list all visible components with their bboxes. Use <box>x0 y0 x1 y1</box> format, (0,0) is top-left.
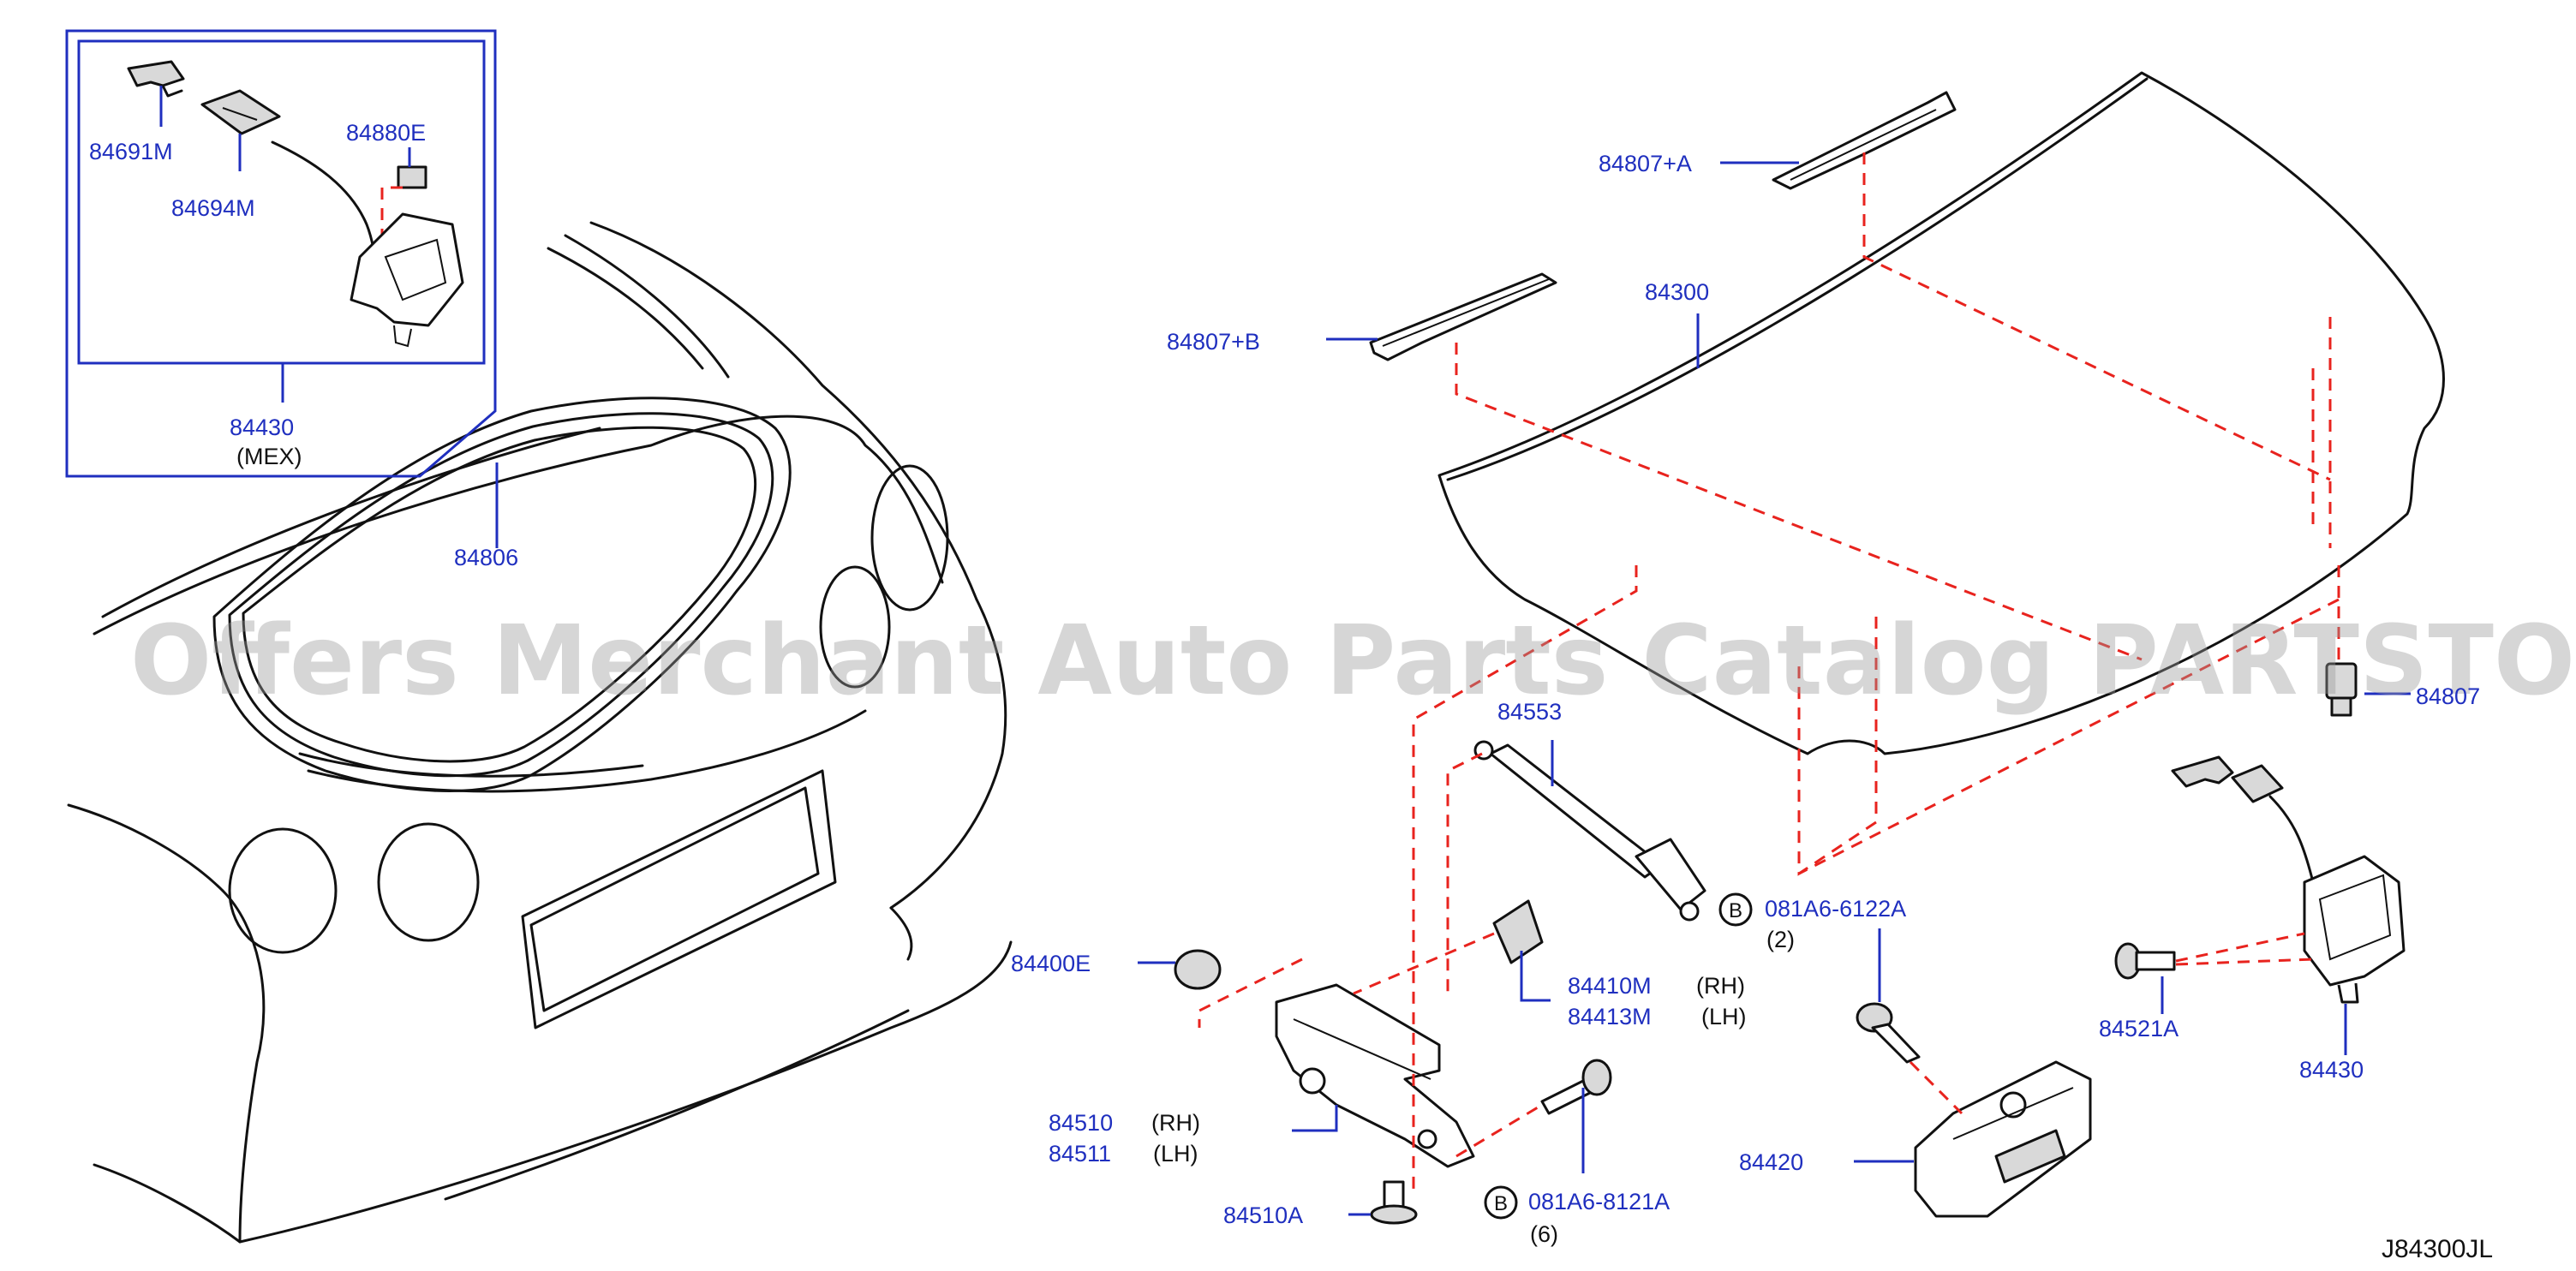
trunk-lid-84300 <box>1437 71 2445 755</box>
callout-84510A: 84510A <box>1223 1202 1303 1228</box>
callout-84400E: 84400E <box>1011 951 1091 976</box>
figure-code: J84300JL <box>2382 1235 2493 1263</box>
qty-6122A: (2) <box>1766 927 1795 952</box>
gas-strut-84553 <box>1473 740 1706 922</box>
watermark: Offers Merchant Auto Parts Catalog PARTS… <box>130 606 2576 717</box>
badge-letter-6122A: B <box>1729 899 1742 922</box>
callout-84694M: 84694M <box>171 195 255 221</box>
latch-84430 <box>2171 755 2406 1004</box>
callout-84510: 84510 <box>1049 1110 1113 1136</box>
callout-081A6-8121A: 081A6-8121A <box>1528 1189 1670 1214</box>
callout-84413M: 84413M <box>1568 1004 1652 1029</box>
leader-lines <box>495 161 2411 1216</box>
callout-84420: 84420 <box>1739 1149 1803 1175</box>
inset-mex-kit <box>65 29 497 478</box>
callout-84300: 84300 <box>1645 279 1709 305</box>
car-rear-body <box>67 221 1013 1244</box>
callout-84430: 84430 <box>2299 1057 2364 1083</box>
handle-bezel-icon <box>200 89 281 135</box>
callout-84511: 84511 <box>1049 1141 1111 1167</box>
badge-letter-8121A: B <box>1494 1192 1508 1215</box>
assembly-lines <box>1198 152 2340 1190</box>
bolt-84510A <box>1370 1180 1418 1225</box>
callout-081A6-6122A: 081A6-6122A <box>1765 896 1906 922</box>
bolt-081A6-6122A <box>1856 1002 1921 1064</box>
callout-84880E: 84880E <box>346 120 426 146</box>
hinge-84510 <box>1275 983 1475 1168</box>
bolt-b-badge-6122A <box>1718 892 1753 927</box>
clip-84410M <box>1492 899 1544 964</box>
side-84410M: (RH) <box>1696 973 1745 999</box>
callout-84521A: 84521A <box>2099 1016 2179 1041</box>
callout-84553: 84553 <box>1497 699 1562 725</box>
switch-icon <box>397 165 427 189</box>
stopper-84400E <box>1174 949 1222 990</box>
trunk-latch-icon <box>350 212 464 327</box>
bolt-b-badge-8121A <box>1484 1185 1518 1220</box>
callout-84807A: 84807+A <box>1599 151 1692 176</box>
release-handle-icon <box>127 60 185 87</box>
latch-84420 <box>1914 1060 2092 1218</box>
callout-inset-84430: 84430 <box>230 415 294 440</box>
callout-84807B: 84807+B <box>1167 329 1260 355</box>
side-84511: (LH) <box>1153 1141 1198 1167</box>
callout-84410M: 84410M <box>1568 973 1652 999</box>
callout-84691M: 84691M <box>89 139 173 164</box>
inset-note: (MEX) <box>236 444 302 469</box>
callout-84806: 84806 <box>454 545 518 570</box>
callout-84807: 84807 <box>2416 683 2480 709</box>
bolt-84521A <box>2114 942 2176 980</box>
bracket-a-icon <box>1772 91 1957 190</box>
side-84510: (RH) <box>1151 1110 1200 1136</box>
bolt-081A6-8121A <box>1540 1059 1612 1115</box>
bumper-84807 <box>2325 662 2358 717</box>
qty-8121A: (6) <box>1530 1221 1558 1247</box>
side-84413M: (LH) <box>1701 1004 1747 1029</box>
